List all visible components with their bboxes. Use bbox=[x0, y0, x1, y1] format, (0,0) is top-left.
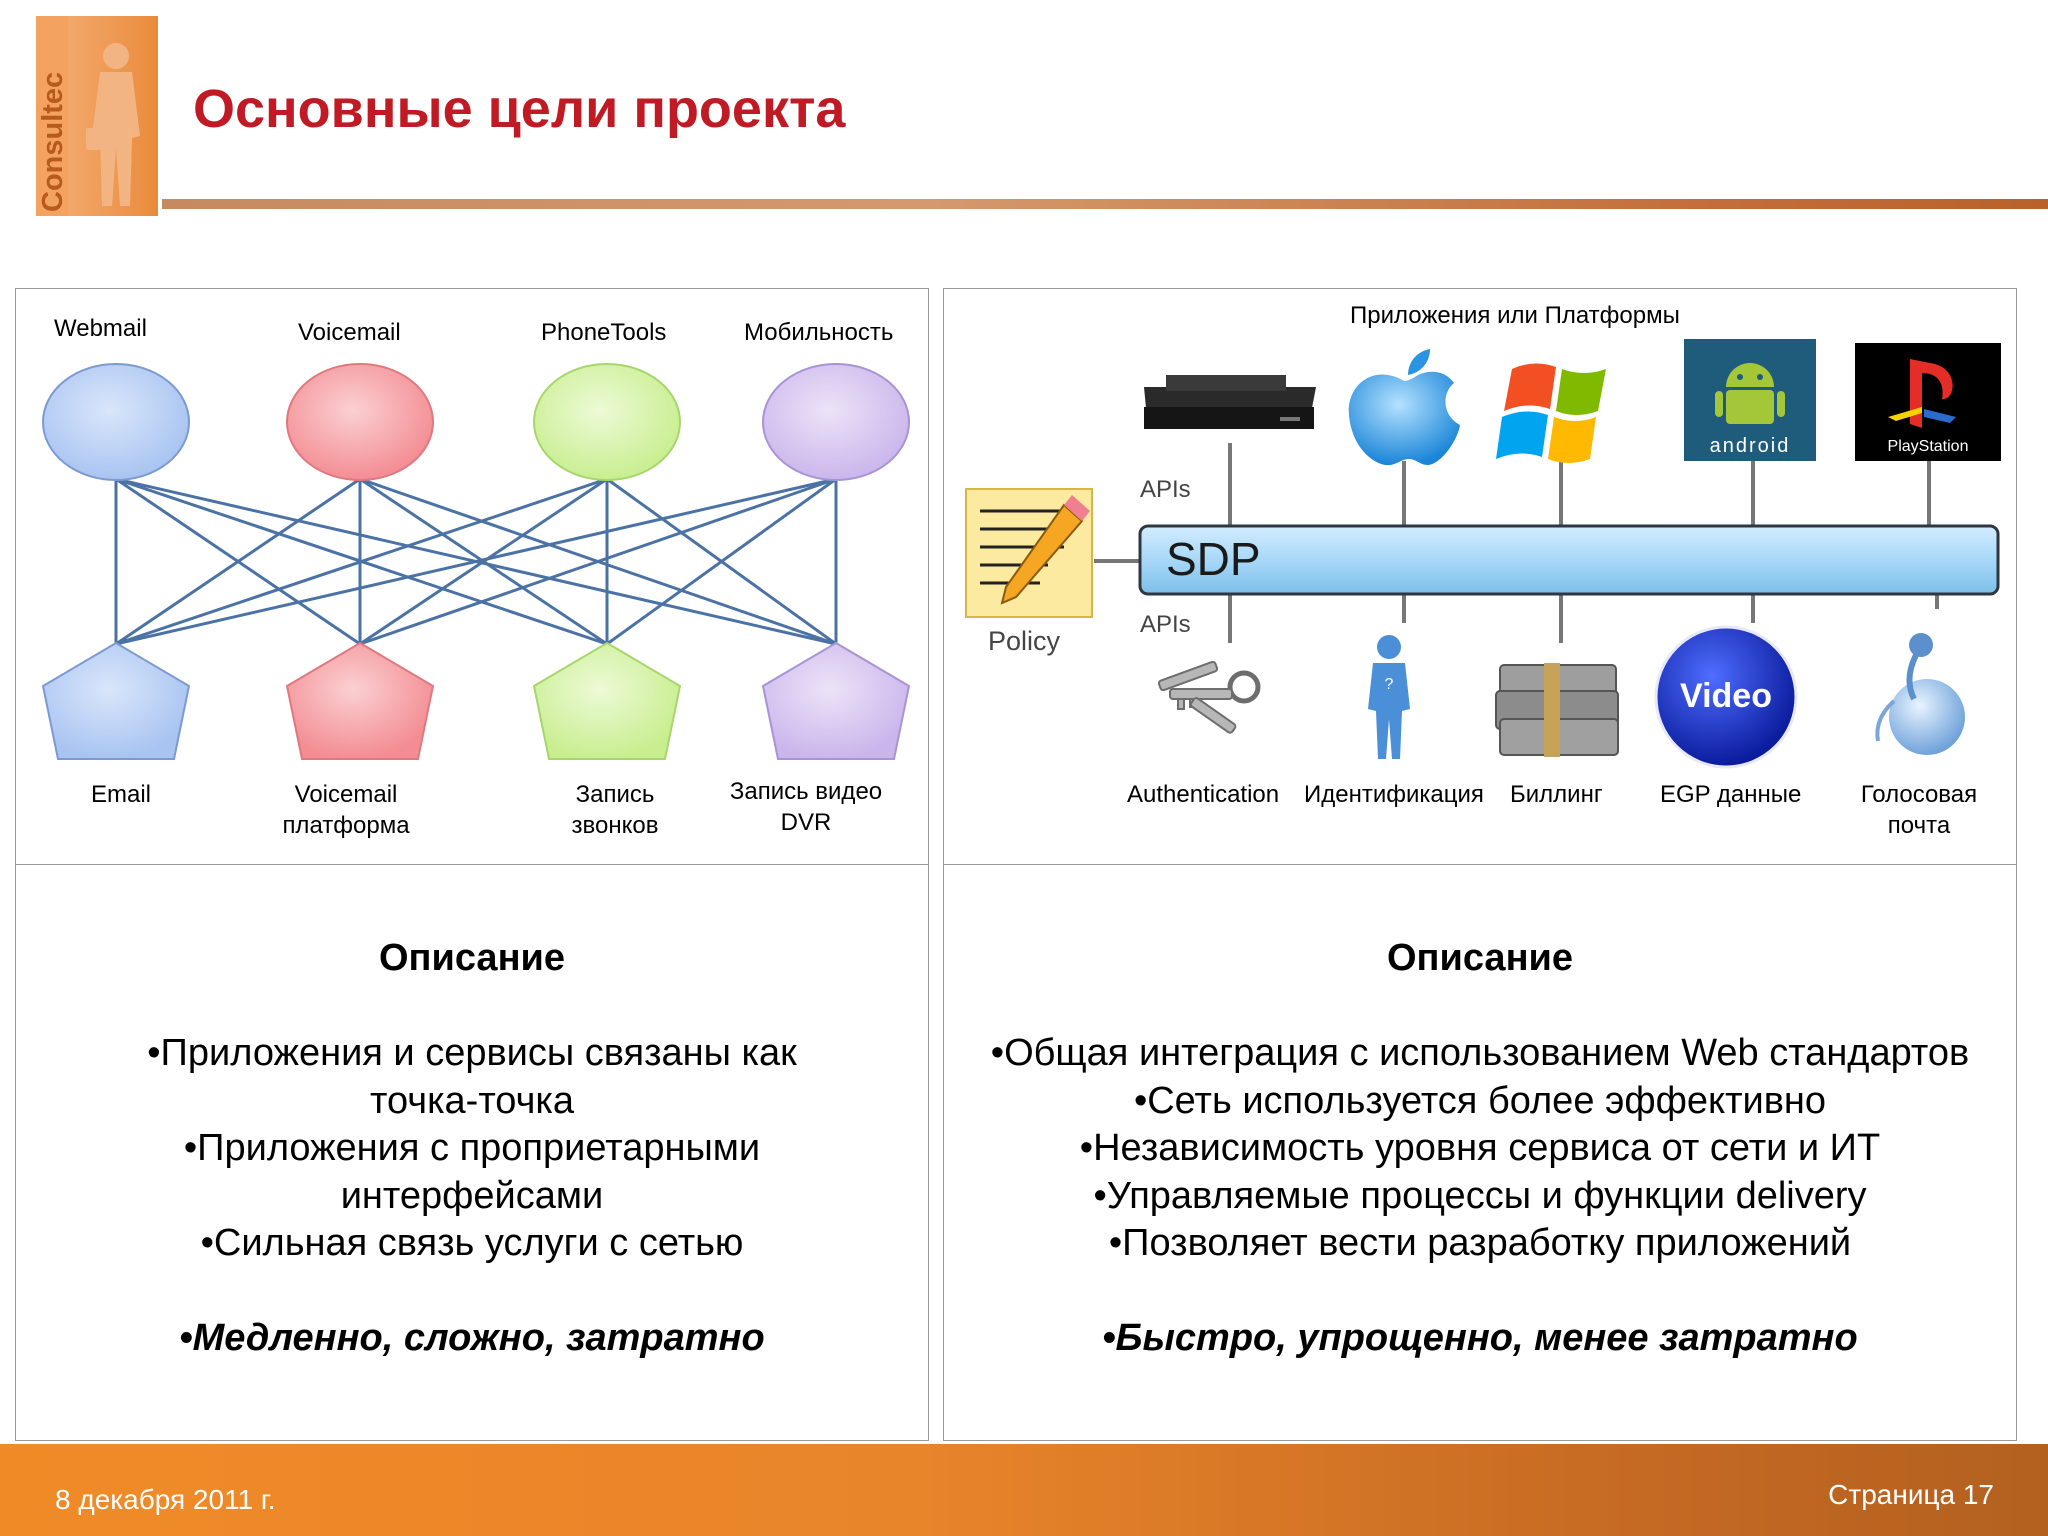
title-divider bbox=[162, 199, 2048, 209]
footer-date: 8 декабря 2011 г. bbox=[55, 1484, 276, 1515]
left-description-heading: Описание bbox=[378, 937, 566, 979]
apis-top-label: APIs bbox=[1140, 476, 1191, 503]
right-bullet-3: •Независимость уровня сервиса от сети и … bbox=[1079, 1127, 1881, 1169]
email-node bbox=[41, 641, 191, 760]
windows-icon bbox=[1496, 363, 1606, 463]
right-description-panel: Описание •Общая интеграция с использован… bbox=[943, 864, 2017, 1441]
keys-icon bbox=[1157, 660, 1261, 734]
left-bullet-2: •Приложения с проприетарными интерфейсам… bbox=[183, 1127, 761, 1217]
label-voicemail-service: Голосовая почта bbox=[1860, 781, 1978, 839]
billing-money-icon bbox=[1495, 663, 1619, 757]
label-voicemail-platform: Voicemail платформа bbox=[282, 781, 410, 839]
left-conclusion: •Медленно, сложно, затратно bbox=[179, 1317, 765, 1359]
svg-text:?: ? bbox=[1385, 676, 1394, 693]
label-billing: Биллинг bbox=[1510, 781, 1603, 808]
left-bullet-3: •Сильная связь услуги с сетью bbox=[200, 1222, 744, 1264]
footer-bar: 8 декабря 2011 г. Страница 17 bbox=[0, 1444, 2048, 1536]
slide-title: Основные цели проекта bbox=[193, 79, 846, 139]
right-bullet-4: •Управляемые процессы и функции delivery bbox=[1093, 1174, 1867, 1217]
video-label: Video bbox=[1680, 677, 1772, 715]
call-recording-node bbox=[532, 641, 682, 760]
label-email: Email bbox=[90, 781, 151, 808]
apple-icon bbox=[1348, 349, 1460, 466]
right-description-heading: Описание bbox=[1386, 937, 1574, 979]
label-egp-data: EGP данные bbox=[1660, 781, 1802, 808]
android-icon: android bbox=[1684, 339, 1816, 461]
webmail-node bbox=[42, 363, 190, 481]
sdp-bar bbox=[1138, 524, 2000, 596]
identification-icon: ? bbox=[1368, 635, 1410, 759]
policy-icon bbox=[965, 488, 1093, 618]
voicemail-globe-icon bbox=[1875, 633, 1965, 755]
label-voicemail: Voicemail bbox=[298, 319, 401, 346]
right-bullet-1: •Общая интеграция с использованием Web с… bbox=[990, 1032, 1970, 1074]
right-bullet-2: •Сеть используется более эффективно bbox=[1133, 1079, 1827, 1122]
android-label: android bbox=[1710, 435, 1791, 457]
playstation-icon: PlayStation bbox=[1855, 343, 2001, 461]
platforms-header: Приложения или Платформы bbox=[1350, 302, 1680, 329]
video-icon: Video bbox=[1654, 625, 1798, 769]
dvr-recording-node bbox=[761, 641, 911, 760]
policy-label: Policy bbox=[988, 626, 1061, 656]
label-phonetools: PhoneTools bbox=[541, 319, 667, 346]
label-dvr-recording: Запись видео DVR bbox=[729, 778, 883, 836]
right-bullet-5: •Позволяет вести разработку приложений bbox=[1108, 1222, 1852, 1264]
sdp-graphic: android PlayStation ? bbox=[965, 339, 2001, 769]
playstation-label: PlayStation bbox=[1888, 438, 1969, 455]
left-description-panel: Описание •Приложения и сервисы связаны к… bbox=[15, 864, 929, 1441]
mobility-node bbox=[762, 363, 910, 481]
left-bullet-1: •Приложения и сервисы связаны как точка-… bbox=[147, 1032, 797, 1122]
label-call-recording: Запись звонков bbox=[571, 781, 659, 839]
label-authentication: Authentication bbox=[1127, 781, 1280, 808]
right-conclusion: •Быстро, упрощенно, менее затратно bbox=[1102, 1317, 1858, 1359]
sdp-label: SDP bbox=[1166, 533, 1261, 585]
phonetools-node bbox=[533, 363, 681, 481]
apis-bottom-label: APIs bbox=[1140, 611, 1191, 638]
set-top-box-icon bbox=[1144, 375, 1316, 429]
mesh-diagram bbox=[41, 363, 911, 760]
voicemail-node bbox=[286, 363, 434, 481]
label-mobility: Мобильность bbox=[744, 319, 894, 346]
sdp-diagram: android PlayStation ? bbox=[943, 288, 2017, 866]
label-identification: Идентификация bbox=[1304, 781, 1484, 808]
footer-page-number: Страница 17 bbox=[1828, 1479, 1994, 1510]
left-description: Описание •Приложения и сервисы связаны к… bbox=[16, 935, 928, 1363]
right-description: Описание •Общая интеграция с использован… bbox=[944, 935, 2016, 1363]
voicemail-platform-node bbox=[285, 641, 435, 760]
point-to-point-diagram: Webmail Voicemail PhoneTools Мобильность… bbox=[15, 288, 929, 866]
label-webmail: Webmail bbox=[54, 315, 147, 342]
logo-text: Consultec bbox=[37, 72, 69, 212]
connection-lines bbox=[114, 477, 838, 646]
consultec-logo: Consultec bbox=[36, 16, 158, 216]
